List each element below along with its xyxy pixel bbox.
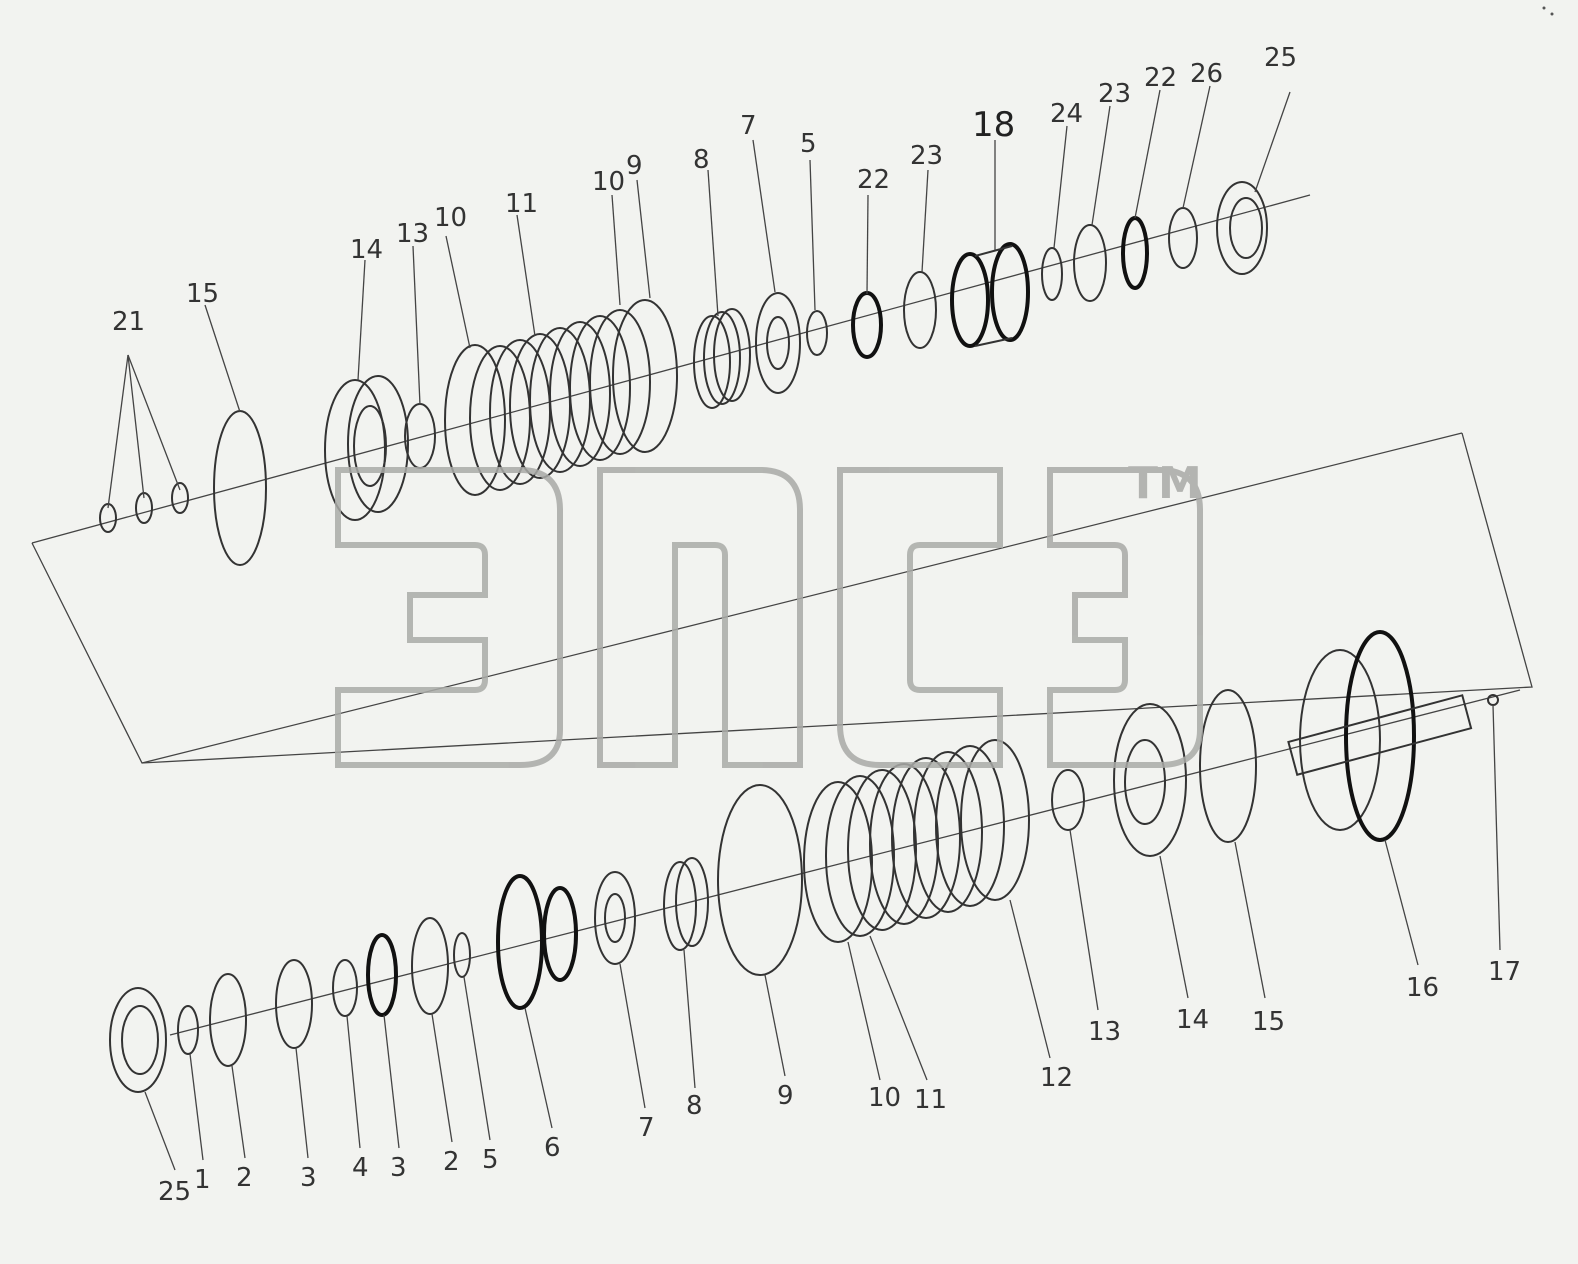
assembly-frame — [31, 194, 1533, 1036]
trademark-mark: TM — [1128, 458, 1202, 509]
callout-upper-23: 23 — [910, 141, 943, 171]
callout-lower-8: 8 — [686, 1091, 703, 1121]
callout-lower-25: 25 — [158, 1177, 191, 1207]
upper-leader-lines — [107, 85, 1291, 509]
corner-mark — [1542, 6, 1554, 16]
callout-upper-14: 14 — [350, 235, 383, 265]
callout-upper-13: 13 — [396, 219, 429, 249]
callout-upper-22b: 22 — [1144, 63, 1177, 93]
callout-upper-22: 22 — [857, 165, 890, 195]
callout-lower-2b: 2 — [443, 1147, 460, 1177]
callout-lower-3: 3 — [300, 1163, 317, 1193]
callout-lower-2: 2 — [236, 1163, 253, 1193]
callout-lower-11: 11 — [914, 1085, 947, 1115]
callout-upper-21: 21 — [112, 307, 145, 337]
upper-shaft-parts — [99, 181, 1268, 566]
callout-upper-10b: 10 — [592, 167, 625, 197]
callout-upper-25: 25 — [1264, 43, 1297, 73]
upper-callouts: 21 15 14 13 10 11 10 9 8 7 5 22 23 18 24… — [112, 43, 1297, 337]
callout-upper-15: 15 — [186, 279, 219, 309]
callout-lower-14: 14 — [1176, 1005, 1209, 1035]
callout-upper-8: 8 — [693, 145, 710, 175]
lower-leader-lines — [144, 704, 1501, 1171]
callout-upper-26: 26 — [1190, 59, 1223, 89]
callout-lower-6: 6 — [544, 1133, 561, 1163]
callout-lower-3b: 3 — [390, 1153, 407, 1183]
callout-upper-23b: 23 — [1098, 79, 1131, 109]
callout-lower-7: 7 — [638, 1113, 655, 1143]
callout-upper-9: 9 — [626, 151, 643, 181]
lower-shaft-parts — [109, 630, 1499, 1093]
callout-upper-24: 24 — [1050, 99, 1083, 129]
callout-upper-10: 10 — [434, 203, 467, 233]
callout-lower-17: 17 — [1488, 957, 1521, 987]
callout-lower-10: 10 — [868, 1083, 901, 1113]
callout-upper-5: 5 — [800, 129, 817, 159]
callout-lower-9: 9 — [777, 1081, 794, 1111]
callout-lower-16: 16 — [1406, 973, 1439, 1003]
callout-lower-13: 13 — [1088, 1017, 1121, 1047]
lower-callouts: 25 1 2 3 4 3 2 5 6 7 8 9 10 11 12 13 14 … — [158, 957, 1521, 1207]
callout-lower-15: 15 — [1252, 1007, 1285, 1037]
callout-lower-12: 12 — [1040, 1063, 1073, 1093]
watermark-logo: TM — [335, 458, 1203, 768]
callout-lower-4: 4 — [352, 1153, 369, 1183]
callout-upper-18: 18 — [972, 105, 1015, 145]
callout-lower-1: 1 — [194, 1165, 211, 1195]
callout-upper-11: 11 — [505, 189, 538, 219]
callout-upper-7: 7 — [740, 111, 757, 141]
callout-lower-5: 5 — [482, 1145, 499, 1175]
